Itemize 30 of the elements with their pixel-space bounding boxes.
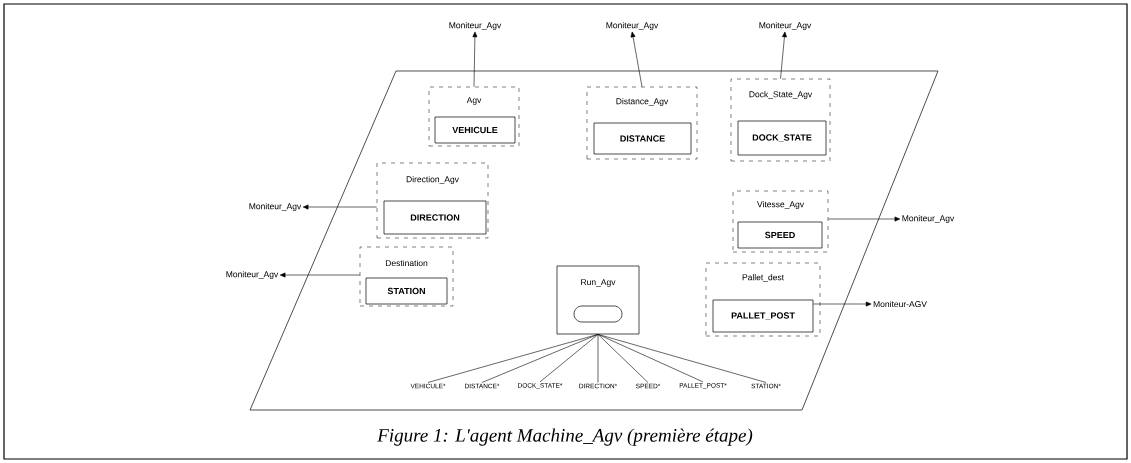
arrow: [813, 301, 872, 307]
arrow: [630, 31, 643, 88]
arrow: [302, 204, 378, 210]
branch-line: [539, 334, 599, 383]
caption: Figure 1: L'agent Machine_Agv (première étape): [377, 428, 753, 446]
process-box: Run_Agv: [556, 265, 640, 335]
variable-box: DISTANCE: [593, 122, 692, 155]
arrow: [279, 272, 361, 278]
output-label: Moniteur_Agv: [759, 22, 812, 30]
variable-box: DOCK_STATE: [737, 120, 827, 156]
output-label: Moniteur_Agv: [606, 22, 659, 30]
branch-line: [597, 334, 704, 383]
branch-line: [481, 334, 599, 383]
output-label: Moniteur_Agv: [226, 271, 279, 279]
variable-box: STATION: [365, 277, 448, 305]
variable-box: VEHICULE: [434, 116, 516, 144]
output-label: Moniteur_Agv: [902, 215, 955, 223]
branch-line: [427, 334, 599, 383]
output-label: Moniteur_Agv: [249, 203, 302, 211]
branch-line: [597, 334, 767, 383]
branch-line: [597, 334, 649, 383]
variable-box: DIRECTION: [383, 200, 487, 235]
arrow: [472, 31, 478, 88]
variable-box: PALLET_POST: [712, 299, 814, 333]
arrow: [780, 31, 787, 80]
output-label: Moniteur_Agv: [449, 22, 502, 30]
output-label: Moniteur-AGV: [873, 300, 927, 308]
arrow: [827, 216, 901, 222]
branch-line: [597, 334, 599, 383]
variable-box: SPEED: [737, 221, 823, 249]
